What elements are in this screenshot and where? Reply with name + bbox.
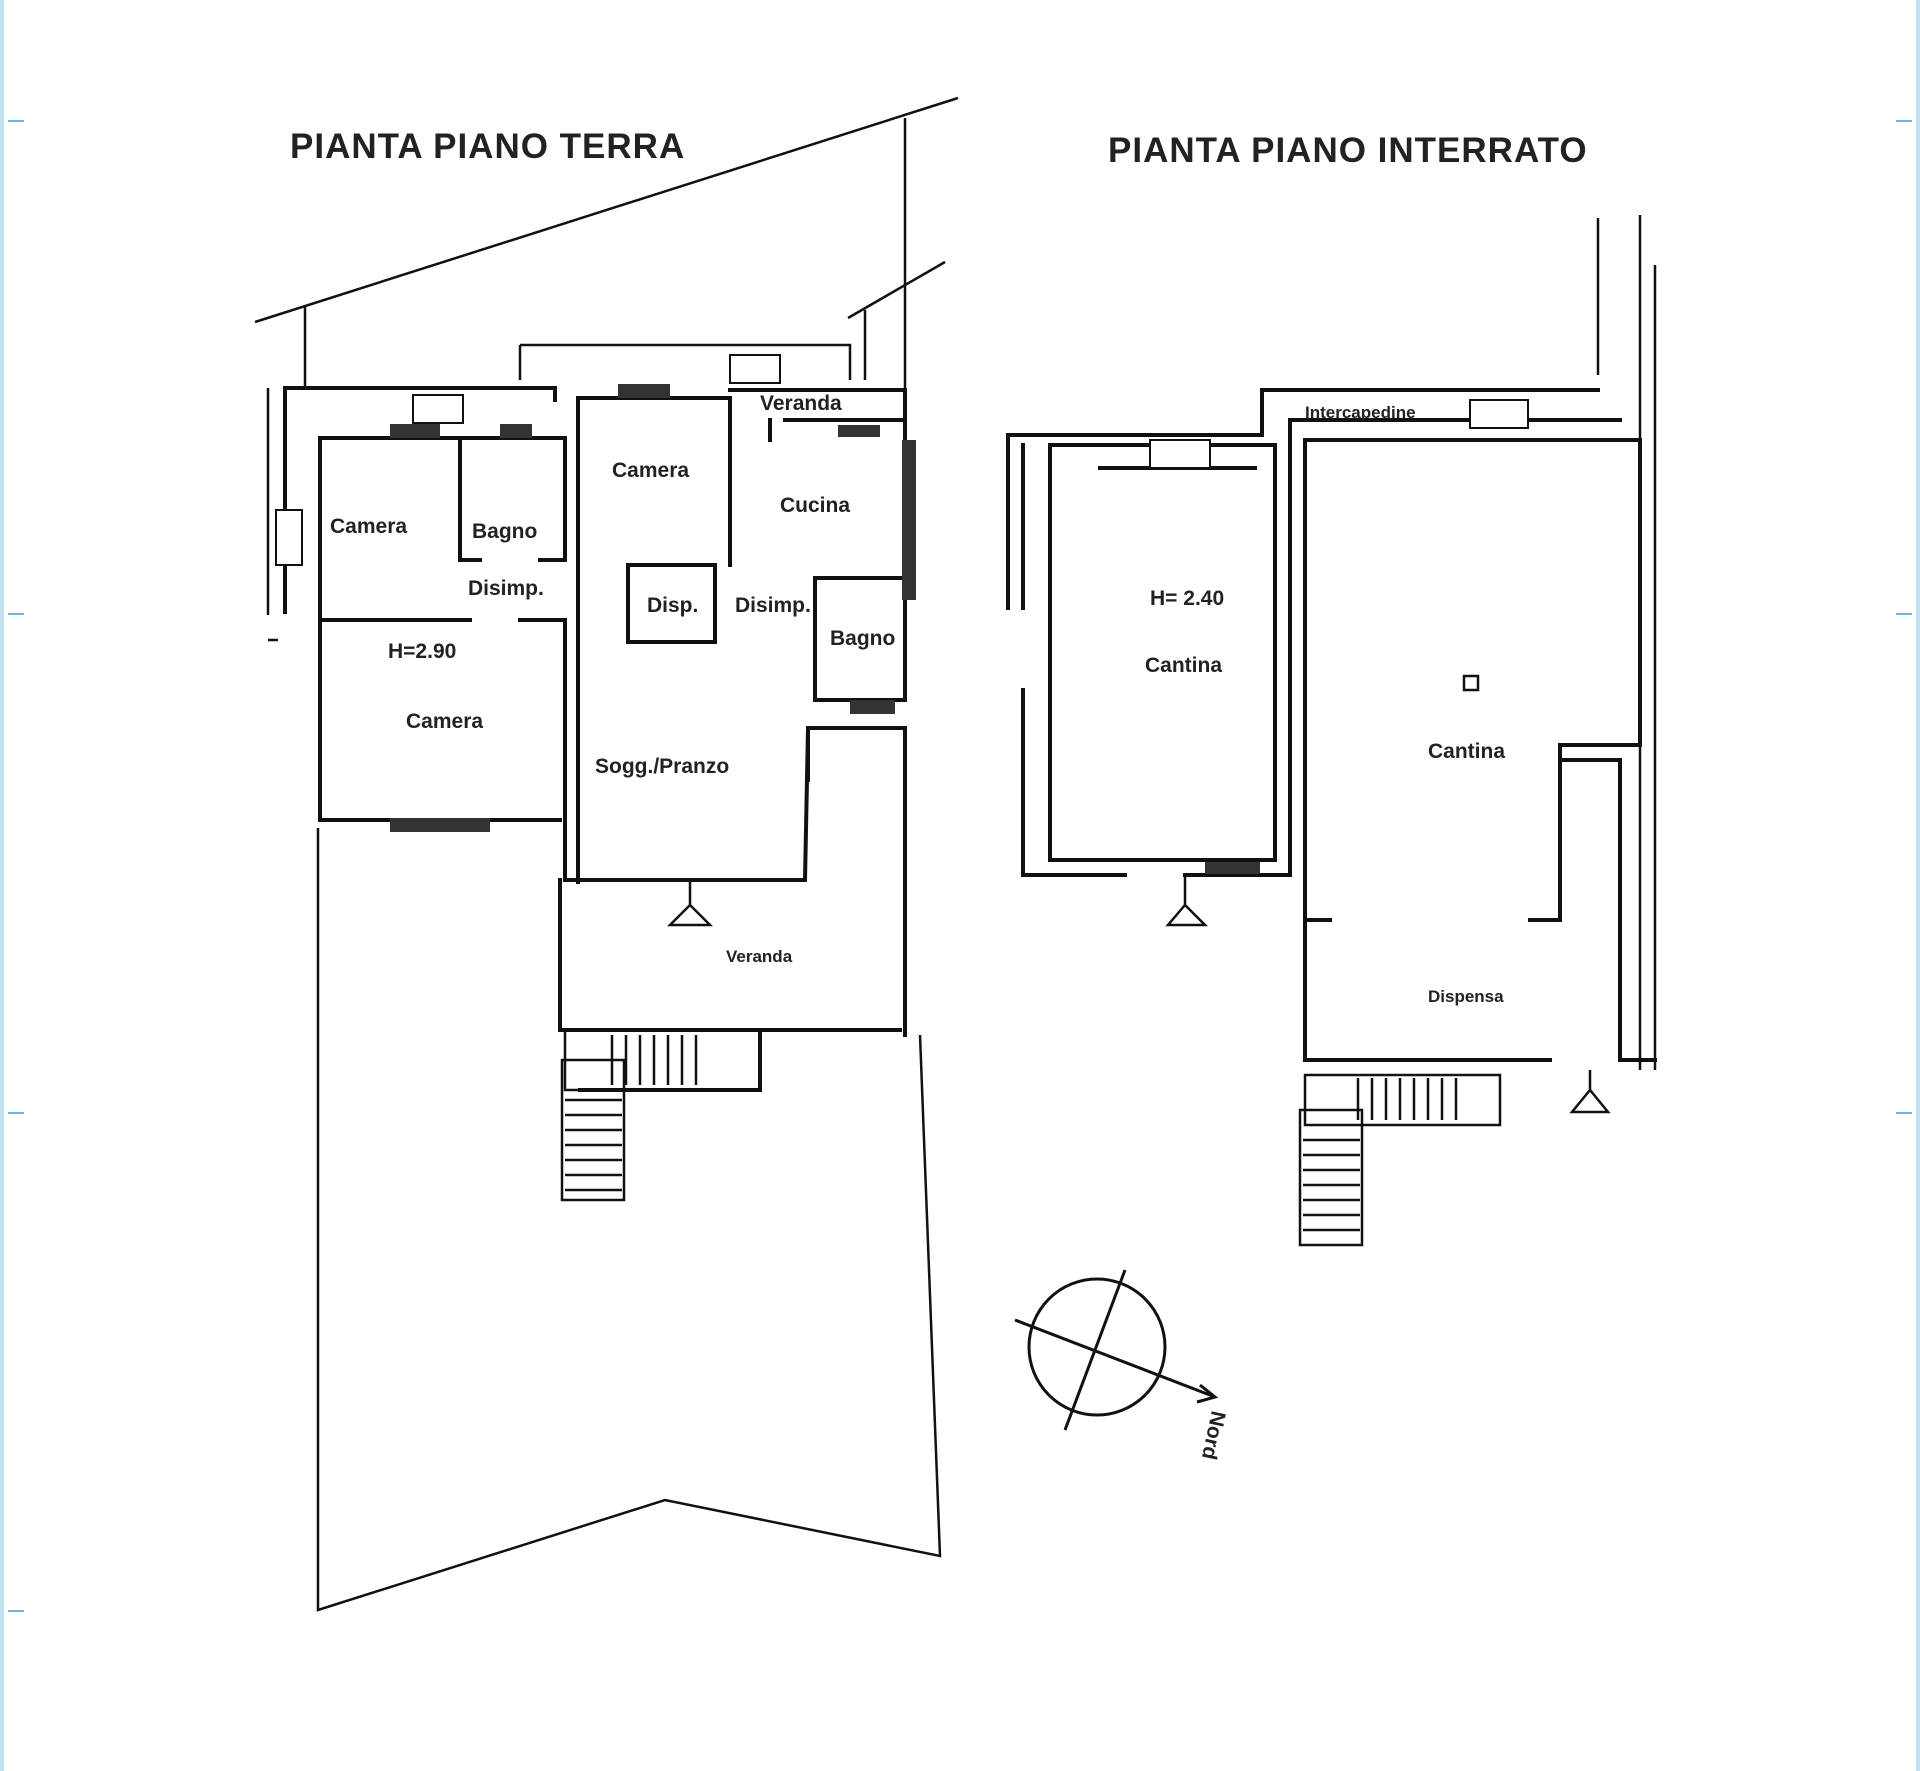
compass-north-axis [1014, 1318, 1216, 1399]
room-label: Bagno [472, 520, 537, 543]
lot-boundary [1596, 215, 1657, 1070]
compass-cross-axis [1063, 1269, 1127, 1431]
room-label: Camera [330, 515, 407, 538]
wall [768, 418, 907, 442]
basement-floor-plan: PIANTA PIANO INTERRATO Intercapedine [1006, 131, 1657, 1247]
scan-mark [8, 120, 24, 122]
room-label: Cucina [780, 494, 850, 517]
wall [1006, 388, 1600, 610]
window [1205, 862, 1260, 874]
vent-grille [412, 394, 464, 424]
room-label: Cantina [1145, 654, 1222, 677]
vent-grille [1149, 439, 1211, 469]
room-label: Veranda [726, 947, 793, 966]
room-label: Dispensa [1428, 987, 1504, 1006]
compass-circle [1027, 1277, 1167, 1417]
scan-left-edge [0, 0, 4, 1771]
scan-mark [1896, 120, 1912, 122]
lot-boundary [847, 260, 946, 320]
room-label: Camera [612, 459, 689, 482]
room-label: Cantina [1428, 740, 1505, 763]
room-label: Disimp. [468, 577, 544, 600]
wall [576, 396, 907, 1037]
ground-floor-title: PIANTA PIANO TERRA [290, 127, 685, 166]
vent-grille [729, 354, 781, 384]
room-label: Intercapedine [1305, 403, 1416, 422]
entrance-marker [666, 880, 714, 927]
room-label: Sogg./Pranzo [595, 755, 729, 778]
room-label: Camera [406, 710, 483, 733]
window [390, 818, 490, 832]
vent-grille [1469, 399, 1529, 429]
height-label: H=2.90 [388, 640, 456, 663]
room-label: Disimp. [735, 594, 811, 617]
north-compass: Nord [1014, 1269, 1230, 1462]
wall [563, 726, 810, 882]
basement-floor-title: PIANTA PIANO INTERRATO [1108, 131, 1588, 170]
scan-right-edge [1916, 0, 1920, 1771]
scan-mark [8, 1112, 24, 1114]
room-label: Disp. [647, 594, 698, 617]
compass-label: Nord [1197, 1409, 1230, 1462]
vent-grille [275, 509, 303, 566]
wall [1303, 438, 1657, 1062]
lot-boundary [266, 305, 307, 642]
scan-mark [8, 613, 24, 615]
ground-floor-plan: PIANTA PIANO TERRA [254, 96, 959, 1612]
entrance-marker [1569, 1070, 1611, 1114]
window [500, 424, 532, 438]
height-label: H= 2.40 [1150, 587, 1224, 610]
window [850, 700, 895, 714]
window [838, 425, 880, 437]
wall [318, 436, 567, 562]
scan-mark [8, 1610, 24, 1612]
stairs [1298, 1073, 1502, 1247]
window [902, 440, 916, 600]
scan-mark [1896, 613, 1912, 615]
wall [626, 563, 717, 644]
room-label: Bagno [830, 627, 895, 650]
wall [1303, 438, 1642, 922]
wall [318, 436, 562, 822]
wall [1048, 443, 1277, 862]
window [390, 424, 440, 438]
lot-boundary-top [254, 96, 959, 324]
window [618, 384, 670, 398]
stairs [560, 1028, 762, 1202]
room-label: Veranda [760, 392, 842, 415]
wall [458, 436, 482, 562]
scan-mark [1896, 1112, 1912, 1114]
lot-boundary-garden [316, 828, 942, 1612]
entrance-marker [1165, 875, 1209, 927]
column [1462, 674, 1480, 692]
lot-boundary [518, 310, 867, 380]
wall [283, 386, 557, 614]
wall [1558, 758, 1622, 1062]
wall [1021, 418, 1622, 877]
compass-arrow-icon [1196, 1383, 1219, 1404]
